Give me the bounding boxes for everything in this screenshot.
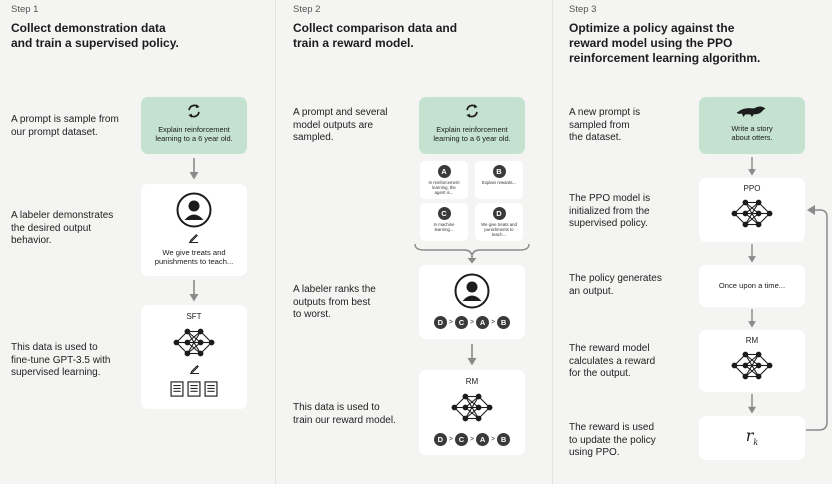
arrow-down-icon — [467, 344, 477, 366]
document-icon — [170, 381, 184, 397]
arrow-down-icon — [747, 394, 757, 414]
arrow-down-icon — [189, 280, 199, 302]
step3-output-text: Once upon a time... — [718, 281, 786, 290]
document-icon — [204, 381, 218, 397]
pencil-icon — [189, 363, 200, 374]
step3-title: Optimize a policy against the reward mod… — [569, 21, 761, 65]
step2-desc-sample: A prompt and several model outputs are s… — [293, 107, 388, 143]
output-card-c: C In machine learning... — [420, 203, 468, 241]
step1-sft-card: SFT — [141, 305, 247, 409]
step3-rm-label: RM — [745, 336, 759, 345]
step3-reward-card: rk — [699, 416, 805, 460]
rank-separator: > — [491, 436, 496, 443]
step3-desc-prompt: A new prompt is sampled from the dataset… — [569, 107, 641, 143]
step1-desc-finetune: This data is used to fine-tune GPT-3.5 w… — [11, 342, 111, 378]
step2-desc-rank: A labeler ranks the outputs from best to… — [293, 284, 376, 320]
arrow-down-icon — [747, 309, 757, 328]
output-text-b: Explain rewards... — [481, 180, 517, 185]
neural-network-icon — [730, 349, 774, 382]
step1-prompt-text: Explain reinforcement learning to a 6 ye… — [155, 125, 233, 143]
reward-symbol: rk — [699, 426, 805, 447]
recycle-arrows-icon — [464, 103, 480, 119]
output-card-a: A In reinforcement learning, the agent i… — [420, 161, 468, 199]
output-letter-a: A — [437, 165, 451, 178]
rank-separator: > — [491, 319, 496, 326]
output-text-a: In reinforcement learning, the agent is.… — [428, 180, 460, 195]
output-letter-d: D — [492, 207, 506, 220]
rank-item: C — [454, 433, 468, 446]
rank-separator: > — [448, 319, 453, 326]
step1-prompt-card: Explain reinforcement learning to a 6 ye… — [141, 97, 247, 154]
rank-item: D — [433, 316, 447, 329]
step3-desc-ppo: The PPO model is initialized from the su… — [569, 193, 651, 229]
step2-desc-train: This data is used to train our reward mo… — [293, 402, 396, 426]
person-icon — [454, 273, 490, 309]
column-divider — [275, 0, 276, 484]
document-icon — [187, 381, 201, 397]
step2-rank-card: D > C > A > B — [419, 265, 525, 339]
column-divider — [552, 0, 553, 484]
step2-rm-card: RM D > C > A > B — [419, 370, 525, 455]
rank-item: C — [454, 316, 468, 329]
rank-item: B — [497, 316, 511, 329]
step3-output-card: Once upon a time... — [699, 265, 805, 307]
step3-label: Step 3 — [569, 4, 597, 15]
step1-demo-card: We give treats and punishments to teach.… — [141, 184, 247, 276]
reward-r: r — [745, 426, 754, 445]
rm-label: RM — [465, 377, 479, 386]
output-card-b: B Explain rewards... — [475, 161, 523, 199]
step3-prompt-text: Write a story about otters. — [731, 124, 773, 142]
person-icon — [176, 192, 212, 228]
rank-item: A — [476, 316, 490, 329]
step3-desc-reward: The reward model calculates a reward for… — [569, 343, 656, 379]
step1-label: Step 1 — [11, 4, 39, 15]
otter-icon — [735, 104, 769, 118]
rank-separator: > — [469, 436, 475, 443]
step3-rm-card: RM — [699, 330, 805, 392]
arrow-down-icon — [747, 157, 757, 176]
recycle-arrows-icon — [186, 103, 202, 119]
neural-network-icon — [172, 326, 216, 359]
sft-label: SFT — [186, 312, 202, 321]
step2-prompt-card: Explain reinforcement learning to a 6 ye… — [419, 97, 525, 154]
output-letter-c: C — [437, 207, 451, 220]
rank-item: D — [433, 433, 447, 446]
pencil-icon — [188, 232, 199, 243]
step3-ppo-card: PPO — [699, 178, 805, 242]
arrow-down-icon — [747, 244, 757, 263]
ppo-label: PPO — [743, 184, 761, 193]
step2-label: Step 2 — [293, 4, 321, 15]
rank-item: A — [476, 433, 490, 446]
step3-desc-generate: The policy generates an output. — [569, 273, 662, 297]
step1-title: Collect demonstration data and train a s… — [11, 21, 179, 50]
output-card-d: D We give treats and punishments to teac… — [475, 203, 523, 241]
output-letter-b: B — [492, 165, 506, 178]
neural-network-icon — [450, 391, 494, 424]
step2-title: Collect comparison data and train a rewa… — [293, 21, 458, 50]
step1-demo-text: We give treats and punishments to teach.… — [154, 248, 234, 267]
arrow-down-icon — [189, 158, 199, 180]
feedback-loop-arrow — [806, 205, 828, 431]
step2-prompt-text: Explain reinforcement learning to a 6 ye… — [433, 125, 511, 143]
rank-separator: > — [448, 436, 453, 443]
ranking-row: D > C > A > B — [419, 433, 525, 446]
outputs-bracket — [414, 243, 530, 264]
rank-separator: > — [469, 319, 475, 326]
neural-network-icon — [730, 197, 774, 230]
step3-desc-update: The reward is used to update the policy … — [569, 422, 656, 458]
step3-prompt-card: Write a story about otters. — [699, 97, 805, 154]
output-text-c: In machine learning... — [433, 222, 455, 232]
ranking-row: D > C > A > B — [419, 316, 525, 329]
rank-item: B — [497, 433, 511, 446]
reward-k: k — [753, 438, 759, 448]
output-text-d: We give treats and punishments to teach.… — [481, 222, 517, 237]
step1-desc-prompt: A prompt is sample from our prompt datas… — [11, 114, 119, 138]
step1-desc-labeler: A labeler demonstrates the desired outpu… — [11, 210, 114, 246]
